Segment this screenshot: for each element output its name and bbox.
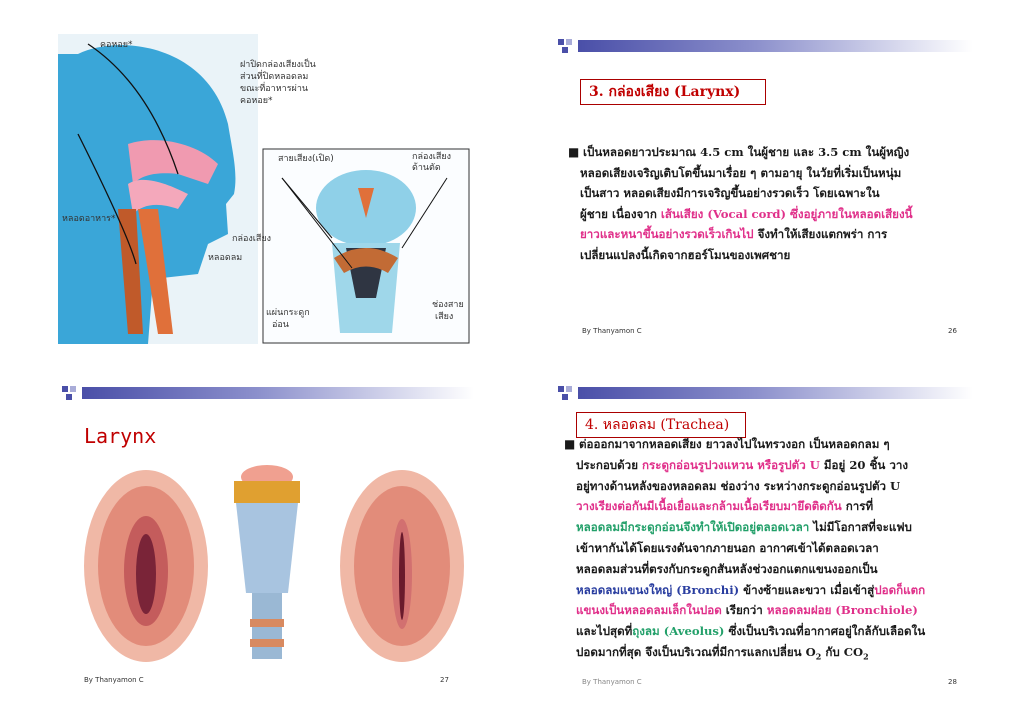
slide-27-title: Larynx — [84, 424, 157, 448]
label-trachea: หลอดลม — [208, 253, 243, 263]
larynx-section-figure — [262, 148, 470, 344]
slide-28-corner-deco — [558, 386, 572, 400]
slide-28-footer-author: By Thanyamon C — [582, 678, 642, 686]
slide-28-header-bar — [578, 387, 973, 399]
label-epiglottis-4: คอหอย* — [240, 96, 273, 106]
slide-27-page-number: 27 — [440, 676, 449, 684]
label-larynx-1: กล่องเสียง — [412, 152, 452, 162]
larynx-photo-right — [340, 470, 464, 662]
label-epiglottis-2: ส่วนที่ปิดหลอดลม — [240, 72, 309, 82]
label-larynx-2: ด้านตัด — [412, 163, 441, 173]
slide-26-title: 3. กล่องเสียง (Larynx) — [580, 79, 766, 105]
slide-28-bullet: ■ — [564, 437, 576, 451]
slide-27-header-bar — [82, 387, 474, 399]
anatomy-head-figure — [58, 34, 258, 345]
slide-26-header-bar — [578, 40, 973, 52]
label-esophagus: หลอดอาหาร* — [62, 214, 116, 224]
slide-28-body: ■ ต่อออกมาจากหลอดเสียง ยาวลงไปในทรวงอก เ… — [564, 437, 926, 662]
larynx-photo-left — [84, 470, 208, 662]
slide-27-footer-author: By Thanyamon C — [84, 676, 144, 684]
label-epiglottis-1: ฝาปิดกล่องเสียงเป็น — [240, 60, 316, 70]
slide-26-bullet: ■ — [568, 145, 580, 159]
slide-27-corner-deco — [62, 386, 76, 400]
slide-28-page-number: 28 — [948, 678, 957, 686]
label-larynx-3: กล่องเสียง — [232, 234, 272, 244]
label-cartilage-1: แผ่นกระดูก — [266, 308, 310, 318]
label-pharynx: คอหอย* — [100, 40, 133, 50]
label-cartilage-2: อ่อน — [272, 320, 289, 330]
label-epiglottis-3: ขณะที่อาหารผ่าน — [240, 84, 309, 94]
slide-26-corner-deco — [558, 39, 572, 53]
label-glottis-1: ช่องสาย — [432, 300, 464, 310]
slide-26-footer-author: By Thanyamon C — [582, 327, 642, 335]
trachea-model-photo — [234, 465, 300, 659]
slide-26-body: ■ เป็นหลอดยาวประมาณ 4.5 cm ในผู้ชาย และ … — [568, 142, 978, 265]
slide-28-title: 4. หลอดลม (Trachea) — [576, 412, 746, 438]
larynx-diagram — [262, 148, 470, 344]
head-diagram — [58, 43, 236, 345]
label-glottis-2: เสียง — [435, 312, 454, 322]
label-vocal-open: สายเสียง(เปิด) — [278, 154, 334, 164]
slide-26-line-1: ■ เป็นหลอดยาวประมาณ 4.5 cm ในผู้ชาย และ … — [568, 145, 910, 159]
slide-26-page-number: 26 — [948, 327, 957, 335]
